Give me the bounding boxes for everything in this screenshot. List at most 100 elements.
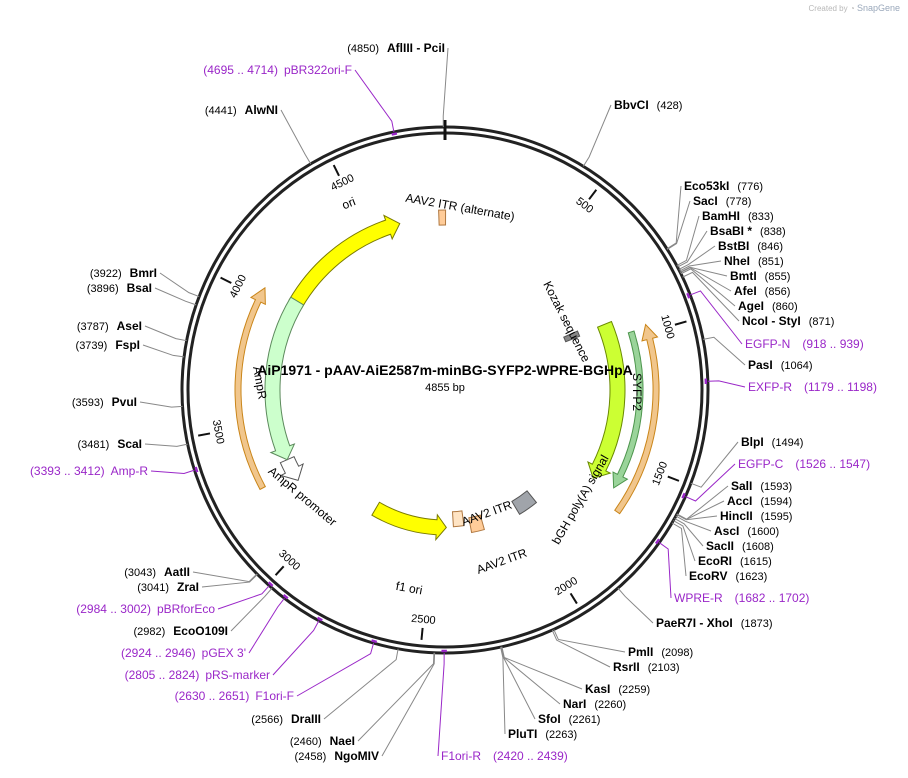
primer-range: (1526 .. 1547) — [795, 457, 870, 471]
enzyme-label-pasi: PasI (1064) — [748, 358, 812, 372]
enzyme-leader — [357, 652, 435, 742]
enzyme-label-pluti: PluTI(2263) — [508, 727, 577, 741]
enzyme-position: (1595) — [761, 511, 793, 523]
enzyme-name: BbvCI — [614, 98, 649, 112]
enzyme-name: SalI — [731, 479, 752, 493]
enzyme-position: (2260) — [594, 699, 626, 711]
enzyme-name: SacI — [693, 194, 718, 208]
tick-mark — [569, 592, 578, 605]
tick-label: 2500 — [411, 613, 437, 627]
enzyme-label-scai: (3481)ScaI — [78, 437, 142, 451]
primer-name: F1ori-F — [255, 689, 294, 703]
enzyme-name: Eco53kI — [684, 179, 729, 193]
tick-label: 3500 — [210, 419, 226, 445]
enzyme-position: (3481) — [78, 439, 110, 451]
enzyme-label-afei: AfeI(856) — [734, 284, 790, 298]
primer-name: pGEX 3' — [202, 646, 246, 660]
orf-layer — [234, 286, 660, 515]
enzyme-leader — [667, 200, 691, 250]
enzyme-name: BlpI — [741, 435, 764, 449]
enzyme-position: (3739) — [76, 340, 108, 352]
enzyme-leader — [582, 104, 612, 167]
enzyme-label-ecoo109i: (2982)EcoO109I — [134, 624, 229, 638]
enzyme-name: PasI — [748, 358, 773, 372]
enzyme-position: (846) — [757, 241, 783, 253]
enzyme-label-saci: SacI(778) — [693, 194, 751, 208]
primer-range: (4695 .. 4714) — [203, 63, 278, 77]
enzyme-label-blpi: BlpI (1494) — [741, 435, 803, 449]
enzyme-position: (3041) — [137, 582, 169, 594]
enzyme-name: SacII — [706, 539, 734, 553]
primer-label-pgex-3: (2924 .. 2946)pGEX 3' — [121, 646, 246, 660]
enzyme-leader — [501, 646, 583, 690]
enzyme-position: (1623) — [735, 571, 767, 583]
feature-f1-ori — [371, 501, 447, 542]
primer-leader — [150, 469, 195, 474]
feature-label-f1-ori: f1 ori — [395, 579, 424, 597]
enzyme-position: (1873) — [741, 618, 773, 630]
primer-name: pBRforEco — [157, 602, 215, 616]
primer-leader — [272, 620, 320, 676]
feature-ori — [288, 214, 401, 309]
tick-mark — [420, 627, 424, 640]
feature-aav2-itr-2 — [468, 514, 485, 534]
enzyme-name: SfoI — [538, 712, 561, 726]
enzyme-label-bmti: BmtI(855) — [730, 269, 790, 283]
enzyme-leader — [501, 646, 561, 705]
enzyme-position: (3896) — [87, 283, 119, 295]
enzyme-leader — [676, 514, 718, 521]
enzyme-isoschizomer: - XhoI — [696, 616, 733, 630]
enzyme-position: (2263) — [545, 729, 577, 741]
enzyme-position: (851) — [758, 256, 784, 268]
enzyme-isoschizomer: - PciI — [413, 41, 445, 55]
enzyme-position: (1494) — [772, 437, 804, 449]
enzyme-leader — [280, 109, 312, 165]
enzyme-position: (3043) — [124, 567, 156, 579]
enzyme-name: AlwNI — [245, 103, 278, 117]
feature-ampr — [264, 296, 305, 461]
enzyme-name: AatII — [164, 565, 190, 579]
tick-mark — [674, 320, 687, 326]
enzyme-name: BstBI — [718, 239, 749, 253]
enzyme-label-asci: AscI(1600) — [714, 524, 779, 538]
enzyme-position: (3593) — [72, 397, 104, 409]
enzyme-name: PaeR7I — [656, 616, 696, 630]
feature-kozak — [563, 330, 581, 343]
primer-range: (2420 .. 2439) — [493, 749, 568, 763]
enzyme-position: (428) — [657, 100, 683, 112]
primer-leader — [690, 290, 743, 345]
enzyme-label-rsrii: RsrII(2103) — [613, 660, 679, 674]
enzyme-label-kasi: KasI(2259) — [585, 682, 650, 696]
tick-mark — [332, 164, 340, 177]
snapgene-logo-icon: ◔ — [849, 4, 855, 13]
enzyme-label-asei: (3787)AseI — [77, 319, 142, 333]
enzyme-name: NcoI — [742, 314, 768, 328]
feature-ampr-promoter — [279, 455, 304, 482]
enzyme-label-sali: SalI(1593) — [731, 479, 792, 493]
enzyme-label-bstbi: BstBI (846) — [718, 239, 783, 253]
enzyme-position: (871) — [809, 316, 835, 328]
enzyme-leader — [144, 325, 187, 342]
primer-name: pBR322ori-F — [284, 63, 352, 77]
feature-layer — [264, 209, 626, 542]
primer-site-marker — [316, 616, 323, 622]
primer-label-amp-r: (3393 .. 3412)Amp-R — [30, 464, 148, 478]
enzyme-position: (1064) — [781, 360, 813, 372]
primer-label-wpre-r: WPRE-R(1682 .. 1702) — [674, 591, 809, 605]
enzyme-name: NaeI — [330, 734, 355, 748]
enzyme-leader — [690, 441, 739, 488]
enzyme-leader — [142, 344, 185, 358]
enzyme-leader — [674, 518, 704, 547]
primer-range: (1682 .. 1702) — [735, 591, 810, 605]
enzyme-label-bbvci: BbvCI (428) — [614, 98, 682, 112]
enzyme-label-pmli: PmlI(2098) — [628, 645, 693, 659]
enzyme-name: RsrII — [613, 660, 640, 674]
enzyme-label-nhei: NheI(851) — [724, 254, 784, 268]
enzyme-leader — [677, 230, 708, 268]
enzyme-label-eco53ki: Eco53kI(776) — [684, 179, 763, 193]
enzyme-leader — [682, 271, 740, 322]
primer-range: (3393 .. 3412) — [30, 464, 105, 478]
primer-range: (1179 .. 1198) — [804, 380, 877, 394]
enzyme-position: (2458) — [295, 751, 327, 763]
enzyme-label-bsai: (3896)BsaI — [87, 281, 152, 295]
